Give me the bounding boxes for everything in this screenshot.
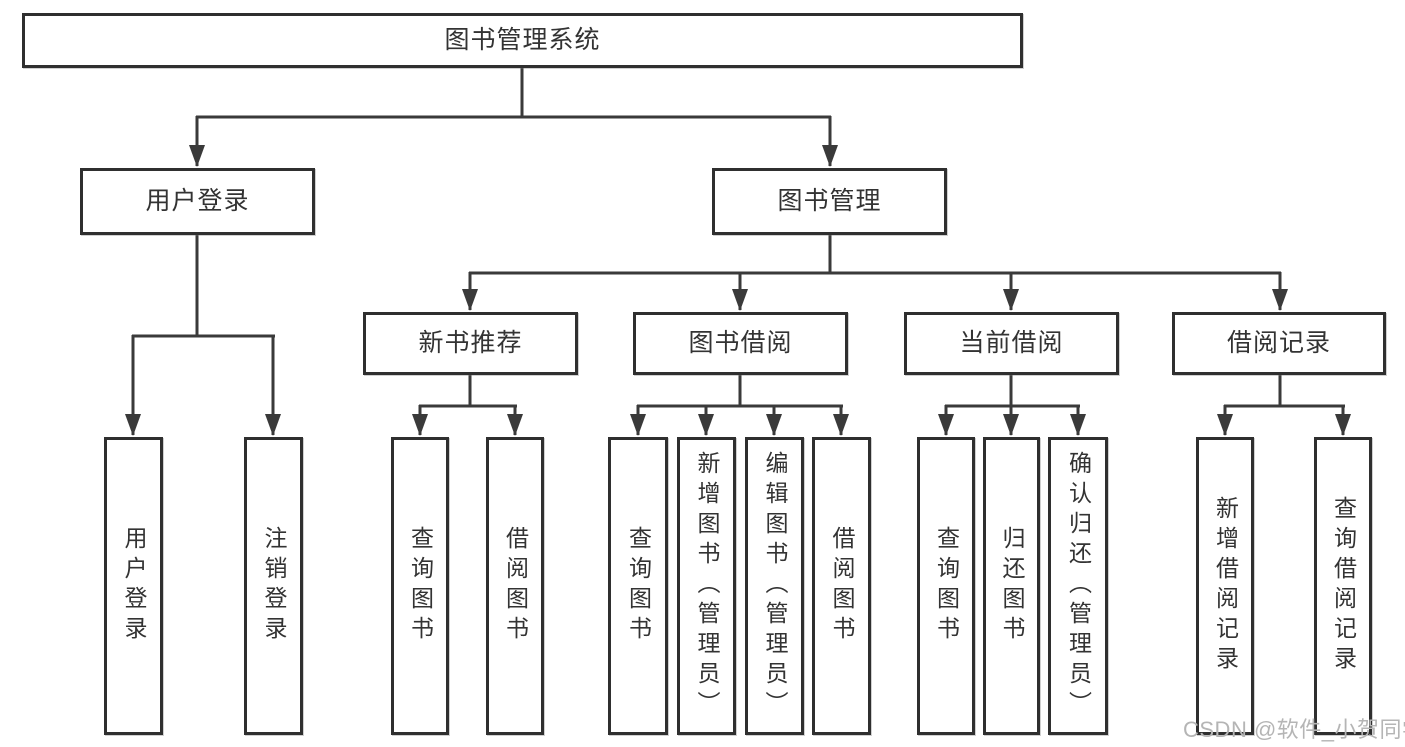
node-label: 用户登录 — [145, 187, 250, 215]
leaf-br-query-record: 查询借阅记录 — [1314, 437, 1372, 735]
csdn-watermark: CSDN @软件_小贺同学 — [1183, 717, 1405, 742]
node-new-book-rec: 新书推荐 — [363, 312, 578, 375]
node-label: 用户登录 — [121, 526, 147, 646]
connector-trunk — [1224, 375, 1345, 408]
connector-root-to-level2 — [189, 68, 838, 167]
node-label: 借阅图书 — [829, 526, 855, 646]
node-label: 新书推荐 — [418, 329, 523, 357]
connector-trunk — [196, 68, 831, 119]
leaf-user-login: 用户登录 — [104, 437, 163, 735]
connector-current-borrow-to-leaves — [938, 375, 1086, 436]
node-label: 归还图书 — [999, 526, 1025, 646]
leaf-bb-edit-books-admin: 编辑图书（管理员） — [745, 437, 804, 735]
node-label: 查询图书 — [407, 526, 434, 646]
connector-new-book-rec-to-leaves — [412, 375, 523, 436]
leaf-rec-borrow-books: 借阅图书 — [486, 437, 544, 735]
node-label: 查询借阅记录 — [1330, 496, 1357, 676]
node-label: 查询图书 — [933, 526, 960, 646]
node-label: 查询图书 — [625, 526, 652, 646]
node-current-borrow: 当前借阅 — [904, 312, 1119, 375]
node-label: 图书管理 — [777, 187, 882, 215]
node-label: 图书借阅 — [688, 329, 793, 357]
leaf-cb-return-books: 归还图书 — [983, 437, 1040, 735]
node-label: 当前借阅 — [959, 329, 1064, 357]
leaf-cb-query-books: 查询图书 — [917, 437, 975, 735]
node-user-login: 用户登录 — [80, 168, 315, 235]
connector-trunk — [637, 375, 843, 408]
leaf-br-add-record: 新增借阅记录 — [1196, 437, 1254, 735]
node-label: 借阅记录 — [1226, 329, 1331, 357]
connector-trunk — [419, 375, 517, 408]
node-label: 借阅图书 — [502, 526, 529, 646]
node-label: 注销登录 — [261, 526, 287, 646]
leaf-bb-add-books-admin: 新增图书（管理员） — [677, 437, 736, 735]
leaf-bb-query-books: 查询图书 — [608, 437, 668, 735]
node-borrow-record: 借阅记录 — [1172, 312, 1386, 375]
node-book-mgmt: 图书管理 — [712, 168, 947, 235]
leaf-logout: 注销登录 — [244, 437, 303, 735]
connector-book-mgmt-to-level3 — [462, 235, 1288, 311]
connector-trunk — [945, 375, 1080, 408]
node-book-borrow: 图书借阅 — [633, 312, 848, 375]
node-label: 编辑图书（管理员） — [762, 451, 788, 721]
node-library-system: 图书管理系统 — [22, 13, 1023, 68]
node-label: 新增图书（管理员） — [694, 451, 720, 721]
connector-trunk — [469, 235, 1281, 275]
connector-user-login-to-leaves — [125, 235, 281, 436]
leaf-rec-query-books: 查询图书 — [391, 437, 449, 735]
node-label: 新增借阅记录 — [1212, 496, 1239, 676]
node-label: 确认归还（管理员） — [1065, 451, 1092, 721]
leaf-bb-borrow-books: 借阅图书 — [812, 437, 871, 735]
connector-borrow-record-to-leaves — [1217, 375, 1351, 436]
node-label: 图书管理系统 — [444, 26, 601, 54]
connector-trunk — [132, 235, 275, 338]
connector-book-borrow-to-leaves — [630, 375, 849, 436]
leaf-cb-confirm-return-admin: 确认归还（管理员） — [1048, 437, 1108, 735]
